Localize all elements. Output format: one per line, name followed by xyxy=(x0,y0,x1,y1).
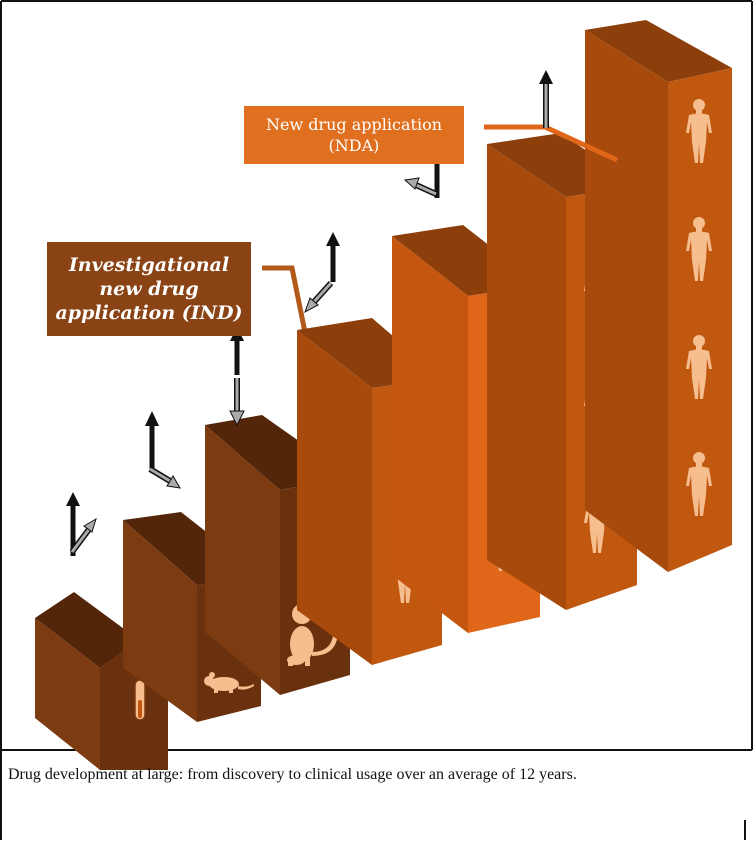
ind-label-box: Investigational new drug application (IN… xyxy=(47,242,251,336)
arrow-diagonal-icon xyxy=(148,466,181,489)
arrow-diagonal-icon xyxy=(69,517,97,554)
arrow-up-icon xyxy=(539,70,553,128)
rodent-icon xyxy=(204,672,254,693)
arrow-down-icon xyxy=(229,378,245,427)
ind-label-text: Investigational new drug application (IN… xyxy=(55,254,243,324)
arrow-diagonal-icon xyxy=(403,177,438,197)
arrow-diagonal-icon xyxy=(304,280,334,314)
test-tube-icon xyxy=(134,679,146,721)
figure-caption: Drug development at large: from discover… xyxy=(8,766,577,783)
arrow-up-icon xyxy=(326,232,340,282)
arrow-up-icon xyxy=(145,411,159,470)
nda-label-box: New drug application (NDA) xyxy=(244,106,464,164)
stage-block-phase-4 xyxy=(585,20,732,572)
nda-label-text: New drug application (NDA) xyxy=(265,115,442,155)
